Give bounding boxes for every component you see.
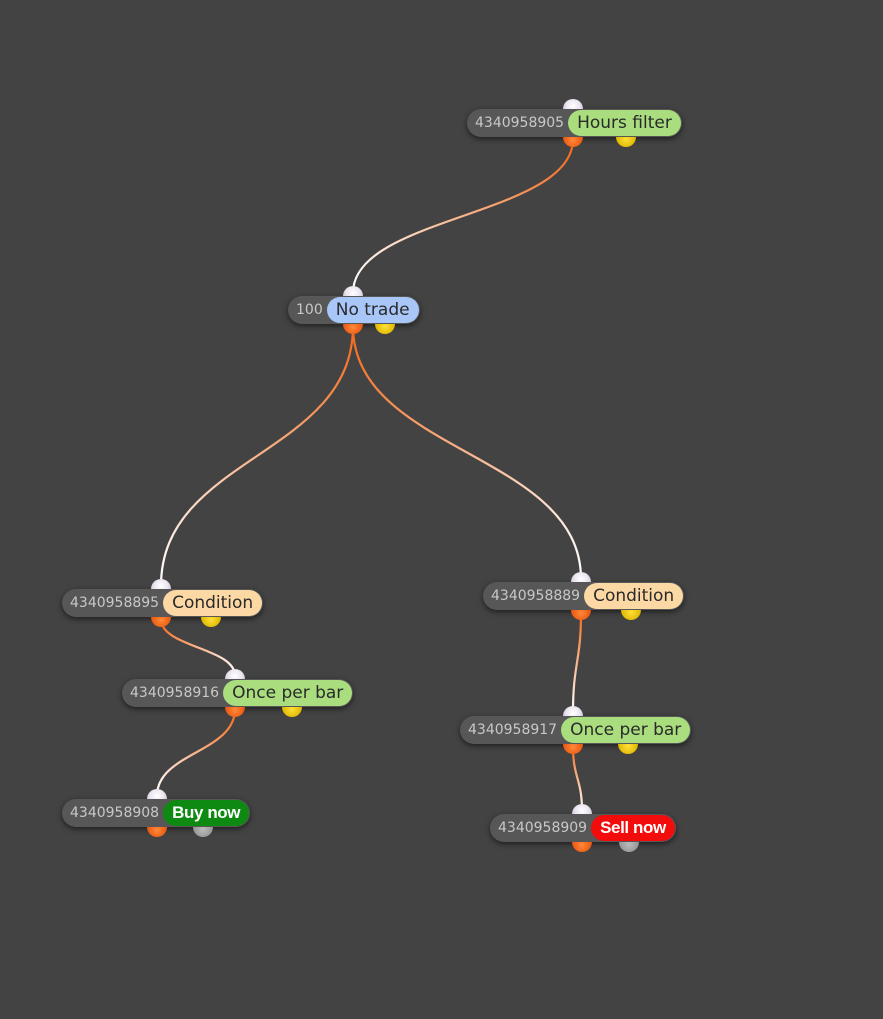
- node-link: [351, 325, 583, 580]
- output-port[interactable]: [225, 707, 245, 717]
- output-port[interactable]: [563, 137, 583, 147]
- node-link: [571, 745, 584, 812]
- node-id: 4340958908: [70, 805, 160, 821]
- output-port[interactable]: [571, 610, 591, 620]
- node-label[interactable]: Sell now: [591, 815, 675, 841]
- output-port[interactable]: [151, 617, 171, 627]
- node-id: 4340958905: [475, 115, 565, 131]
- input-port[interactable]: [571, 572, 591, 582]
- node-label[interactable]: Condition: [163, 590, 263, 616]
- node-link: [571, 611, 583, 714]
- side-port[interactable]: [282, 707, 302, 717]
- node-label[interactable]: Once per bar: [223, 680, 353, 706]
- node-id: 4340958895: [70, 595, 160, 611]
- node-link: [159, 618, 237, 677]
- node-label[interactable]: Buy now: [163, 800, 250, 826]
- input-port[interactable]: [343, 286, 363, 296]
- node-id: 4340958917: [468, 722, 558, 738]
- node-label[interactable]: Once per bar: [561, 717, 691, 743]
- side-port[interactable]: [375, 324, 395, 334]
- node-link: [155, 708, 237, 797]
- input-port[interactable]: [225, 669, 245, 679]
- node-id: 4340958916: [130, 685, 220, 701]
- side-port[interactable]: [619, 842, 639, 852]
- node-label[interactable]: No trade: [326, 297, 419, 323]
- node-id: 4340958889: [491, 588, 581, 604]
- output-port[interactable]: [563, 744, 583, 754]
- input-port[interactable]: [147, 789, 167, 799]
- node-id: 100: [296, 302, 323, 318]
- input-port[interactable]: [572, 804, 592, 814]
- input-port[interactable]: [563, 99, 583, 109]
- node-link: [351, 138, 575, 294]
- node-id: 4340958909: [498, 820, 588, 836]
- node-label[interactable]: Condition: [584, 583, 684, 609]
- output-port[interactable]: [572, 842, 592, 852]
- side-port[interactable]: [621, 610, 641, 620]
- input-port[interactable]: [151, 579, 171, 589]
- side-port[interactable]: [618, 744, 638, 754]
- output-port[interactable]: [147, 827, 167, 837]
- input-port[interactable]: [563, 706, 583, 716]
- side-port[interactable]: [201, 617, 221, 627]
- output-port[interactable]: [343, 324, 363, 334]
- side-port[interactable]: [616, 137, 636, 147]
- node-link: [159, 325, 355, 587]
- node-label[interactable]: Hours filter: [568, 110, 681, 136]
- side-port[interactable]: [193, 827, 213, 837]
